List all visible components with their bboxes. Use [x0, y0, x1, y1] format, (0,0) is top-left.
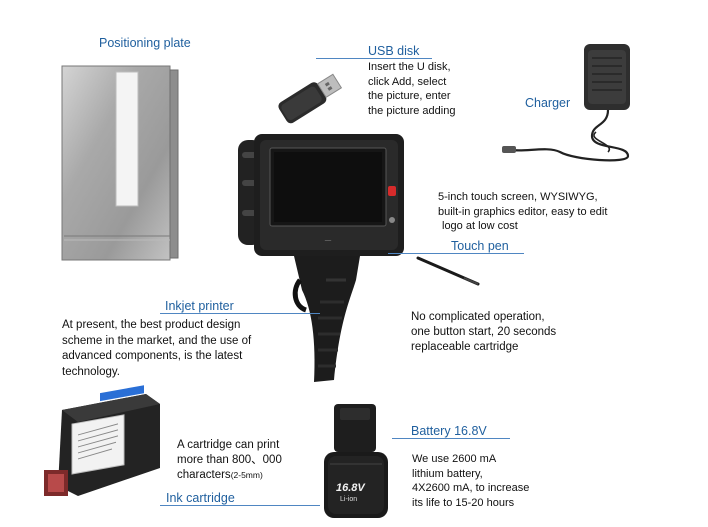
battery-type-label: Li-ion [340, 496, 358, 503]
screen-description: 5-inch touch screen, WYSIWYG, built-in g… [438, 191, 608, 232]
battery-underline [392, 438, 510, 439]
battery-description: We use 2600 mA lithium battery, 4X2600 m… [412, 453, 530, 509]
inkjet-printer-image: — [238, 134, 404, 382]
battery-title: Battery 16.8V [411, 424, 487, 438]
ink-cartridge-description: A cartridge can print more than 800、000 … [177, 439, 282, 481]
usb-disk-description: Insert the U disk, click Add, select the… [368, 61, 456, 117]
usb-disk-underline [316, 58, 432, 59]
positioning-plate-title: Positioning plate [99, 36, 191, 50]
ink-cartridge-title: Ink cartridge [166, 491, 235, 505]
usb-disk-image [278, 73, 343, 124]
printer-brand-logo: — [325, 236, 332, 244]
positioning-plate-image [61, 65, 179, 261]
touch-pen-underline [388, 253, 524, 254]
charger-title: Charger [525, 96, 571, 110]
inkjet-printer-description: At present, the best product design sche… [62, 319, 252, 378]
ink-cartridge-underline [160, 505, 320, 506]
inkjet-printer-title: Inkjet printer [165, 299, 234, 313]
touch-pen-title: Touch pen [451, 239, 509, 253]
usb-disk-title: USB disk [368, 44, 420, 58]
inkjet-printer-underline [160, 313, 320, 314]
operation-description: No complicated operation, one button sta… [411, 311, 557, 353]
battery-voltage-label: 16.8V [336, 482, 365, 494]
charger-image [502, 44, 630, 162]
battery-image [324, 404, 388, 518]
ink-cartridge-image [44, 385, 160, 496]
touch-pen-image [416, 256, 480, 286]
